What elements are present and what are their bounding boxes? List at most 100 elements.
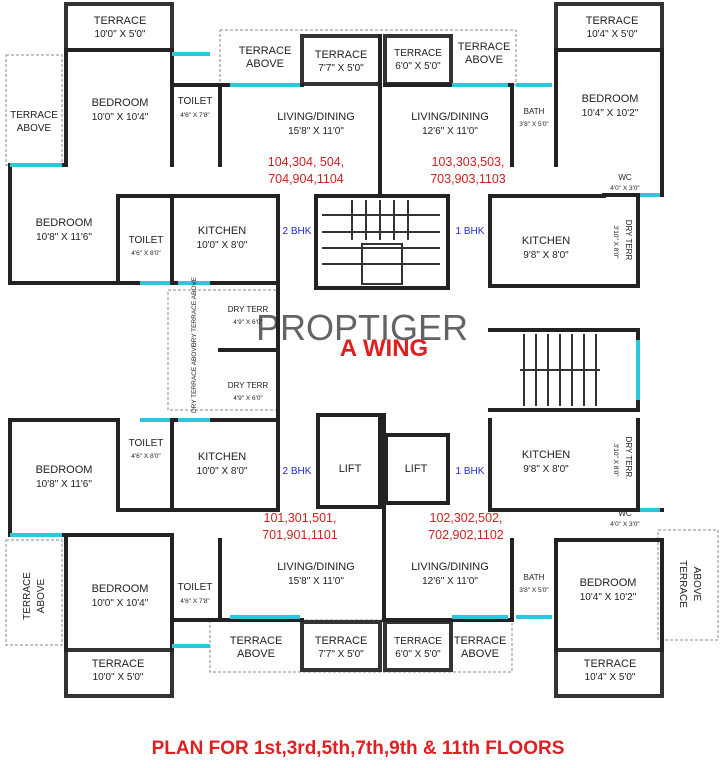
dry-terrace-above-1: DRY TERRACE ABOVE xyxy=(191,276,198,347)
bhk-right-top: 1 BHK xyxy=(456,226,485,237)
bl-kitchen-dim: 10'0" X 8'0" xyxy=(197,466,248,477)
bhk-labels: 2 BHK 1 BHK 2 BHK 1 BHK xyxy=(283,226,485,477)
unit-numbers-tl-2: 704,904,1104 xyxy=(268,172,344,186)
tl-bedroom-label: BEDROOM xyxy=(92,97,149,109)
dry-terr-1-label: DRY TERR xyxy=(228,305,269,314)
bl-bedroom-dim: 10'8" X 11'6" xyxy=(36,479,92,490)
unit-numbers-tr-1: 103,303,503, xyxy=(432,155,505,169)
bhk-left-bottom: 2 BHK xyxy=(283,466,312,477)
tl-terrace-above-sub: ABOVE xyxy=(246,58,284,70)
unit-numbers-br-1: 102,302,502, xyxy=(430,511,503,525)
bl-terrace-label: TERRACE xyxy=(92,658,145,670)
tr-terrace-mid-label: TERRACE xyxy=(394,48,442,59)
bhk-right-bottom: 1 BHK xyxy=(456,466,485,477)
left-terrace-above-label: TERRACE xyxy=(10,110,58,121)
tl-toilet-label: TOILET xyxy=(178,96,213,107)
br-wc-dim: 4'0" X 3'0" xyxy=(610,521,640,528)
br-terrace-mid-dim: 6'0" X 5'0" xyxy=(395,649,441,660)
tr-kitchen-dim: 9'8" X 8'0" xyxy=(523,250,569,261)
bl-toilet2-label: TOILET xyxy=(178,582,213,593)
tl-kitchen-dim: 10'0" X 8'0" xyxy=(197,240,248,251)
tr-terrace-mid-dim: 6'0" X 5'0" xyxy=(395,61,441,72)
tr-bedroom-label: BEDROOM xyxy=(582,93,639,105)
br-living-label: LIVING/DINING xyxy=(411,561,489,573)
lift-right-label: LIFT xyxy=(405,463,428,475)
tr-living-label: LIVING/DINING xyxy=(411,111,489,123)
tr-wc-dim: 4'0" X 3'0" xyxy=(610,185,640,192)
tr-bath-dim: 3'8" X 5'0" xyxy=(519,121,549,128)
bl-living-label: LIVING/DINING xyxy=(277,561,355,573)
unit-numbers: 104,304, 504, 704,904,1104 103,303,503, … xyxy=(262,155,506,542)
unit-numbers-tl-1: 104,304, 504, xyxy=(268,155,344,169)
br-terrace-above-label: TERRACE xyxy=(454,635,507,647)
tl-toilet2-dim: 4'6" X 8'0" xyxy=(131,250,161,257)
dry-terr-1-dim: 4'9" X 6'0" xyxy=(233,319,263,326)
br-terrace-label: TERRACE xyxy=(584,658,637,670)
br-bath-dim: 3'8" X 5'0" xyxy=(519,587,549,594)
unit-numbers-bl-2: 701,901,1101 xyxy=(262,528,338,542)
bl-toilet-dim: 4'6" X 8'0" xyxy=(131,453,161,460)
br-terrace-above-sub: ABOVE xyxy=(461,648,499,660)
br-terrace-above-side-label: TERRACE xyxy=(677,560,688,608)
bl-terrace-above-label: TERRACE xyxy=(230,635,283,647)
tr-terrace-above-label: TERRACE xyxy=(458,41,511,53)
bl-kitchen-label: KITCHEN xyxy=(198,451,246,463)
br-living-dim: 12'6" X 11'0" xyxy=(422,576,478,587)
lift-left-label: LIFT xyxy=(339,463,362,475)
tl-bedroom2-label: BEDROOM xyxy=(36,217,93,229)
tl-terrace-dim: 10'0" X 5'0" xyxy=(95,29,146,40)
tr-kitchen-label: KITCHEN xyxy=(522,235,570,247)
left-terrace-above-sub: ABOVE xyxy=(17,123,52,134)
tr-wc-label: WC xyxy=(618,173,632,182)
br-terrace-above-side-sub: ABOVE xyxy=(691,567,702,602)
br-bedroom-dim: 10'4" X 10'2" xyxy=(580,592,637,603)
bl-terrace-above-side-label: TERRACE xyxy=(22,572,33,620)
br-kitchen-label: KITCHEN xyxy=(522,449,570,461)
br-dry-dim: 3'10" X 8'0" xyxy=(612,443,619,477)
windows xyxy=(10,52,660,648)
tr-bedroom-dim: 10'4" X 10'2" xyxy=(582,108,639,119)
room-labels: TERRACE 10'0" X 5'0" TERRACE ABOVE TERRA… xyxy=(10,15,702,683)
tr-dry-dim: 3'10" X 8'0" xyxy=(612,225,619,259)
bl-bedroom2-dim: 10'0" X 10'4" xyxy=(92,598,149,609)
unit-numbers-br-2: 702,902,1102 xyxy=(428,528,504,542)
br-terrace-dim: 10'4" X 5'0" xyxy=(585,672,636,683)
tl-bedroom-dim: 10'0" X 10'4" xyxy=(92,112,149,123)
staircase-right xyxy=(520,334,600,406)
tr-dry-label: DRY TERR xyxy=(624,220,633,261)
staircase-top xyxy=(322,200,440,285)
wing-label: A WING xyxy=(340,335,428,362)
br-bath-label: BATH xyxy=(524,573,545,582)
bl-terrace-mid-dim: 7'7" X 5'0" xyxy=(318,649,364,660)
br-dry-label: DRY TERR. xyxy=(624,437,633,480)
unit-numbers-bl-1: 101,301,501, xyxy=(264,511,337,525)
br-wc-label: WC xyxy=(618,509,632,518)
br-kitchen-dim: 9'8" X 8'0" xyxy=(523,464,569,475)
tl-terrace-mid-label: TERRACE xyxy=(315,49,368,61)
tl-terrace-above-label: TERRACE xyxy=(239,45,292,57)
tr-terrace-label: TERRACE xyxy=(586,15,639,27)
dry-terr-2-label: DRY TERR xyxy=(228,381,269,390)
tl-toilet2-label: TOILET xyxy=(129,235,164,246)
tl-bedroom2-dim: 10'8" X 11'6" xyxy=(36,232,92,243)
watermark: PROPTIGER xyxy=(256,307,468,348)
dry-terr-2-dim: 4'9" X 6'0" xyxy=(233,395,263,402)
tl-living-dim: 15'8" X 11'0" xyxy=(288,126,344,137)
tr-terrace-dim: 10'4" X 5'0" xyxy=(587,29,638,40)
tr-living-dim: 12'6" X 11'0" xyxy=(422,126,478,137)
exterior-walls xyxy=(64,2,664,698)
tl-kitchen-label: KITCHEN xyxy=(198,225,246,237)
bl-living-dim: 15'8" X 11'0" xyxy=(288,576,344,587)
plan-title: PLAN FOR 1st,3rd,5th,7th,9th & 11th FLOO… xyxy=(152,738,565,759)
tr-bath-label: BATH xyxy=(524,107,545,116)
bl-toilet2-dim: 4'6" X 7'8" xyxy=(180,598,210,605)
bhk-left-top: 2 BHK xyxy=(283,226,312,237)
unit-numbers-tr-2: 703,903,1103 xyxy=(430,172,506,186)
bl-terrace-dim: 10'0" X 5'0" xyxy=(93,672,144,683)
bl-terrace-above-sub: ABOVE xyxy=(237,648,275,660)
bl-bedroom2-label: BEDROOM xyxy=(92,583,149,595)
br-terrace-mid-label: TERRACE xyxy=(394,636,442,647)
dry-terrace-above-2: DRY TERRACE ABOVE xyxy=(191,342,198,413)
tl-terrace-mid-dim: 7'7" X 5'0" xyxy=(318,63,364,74)
